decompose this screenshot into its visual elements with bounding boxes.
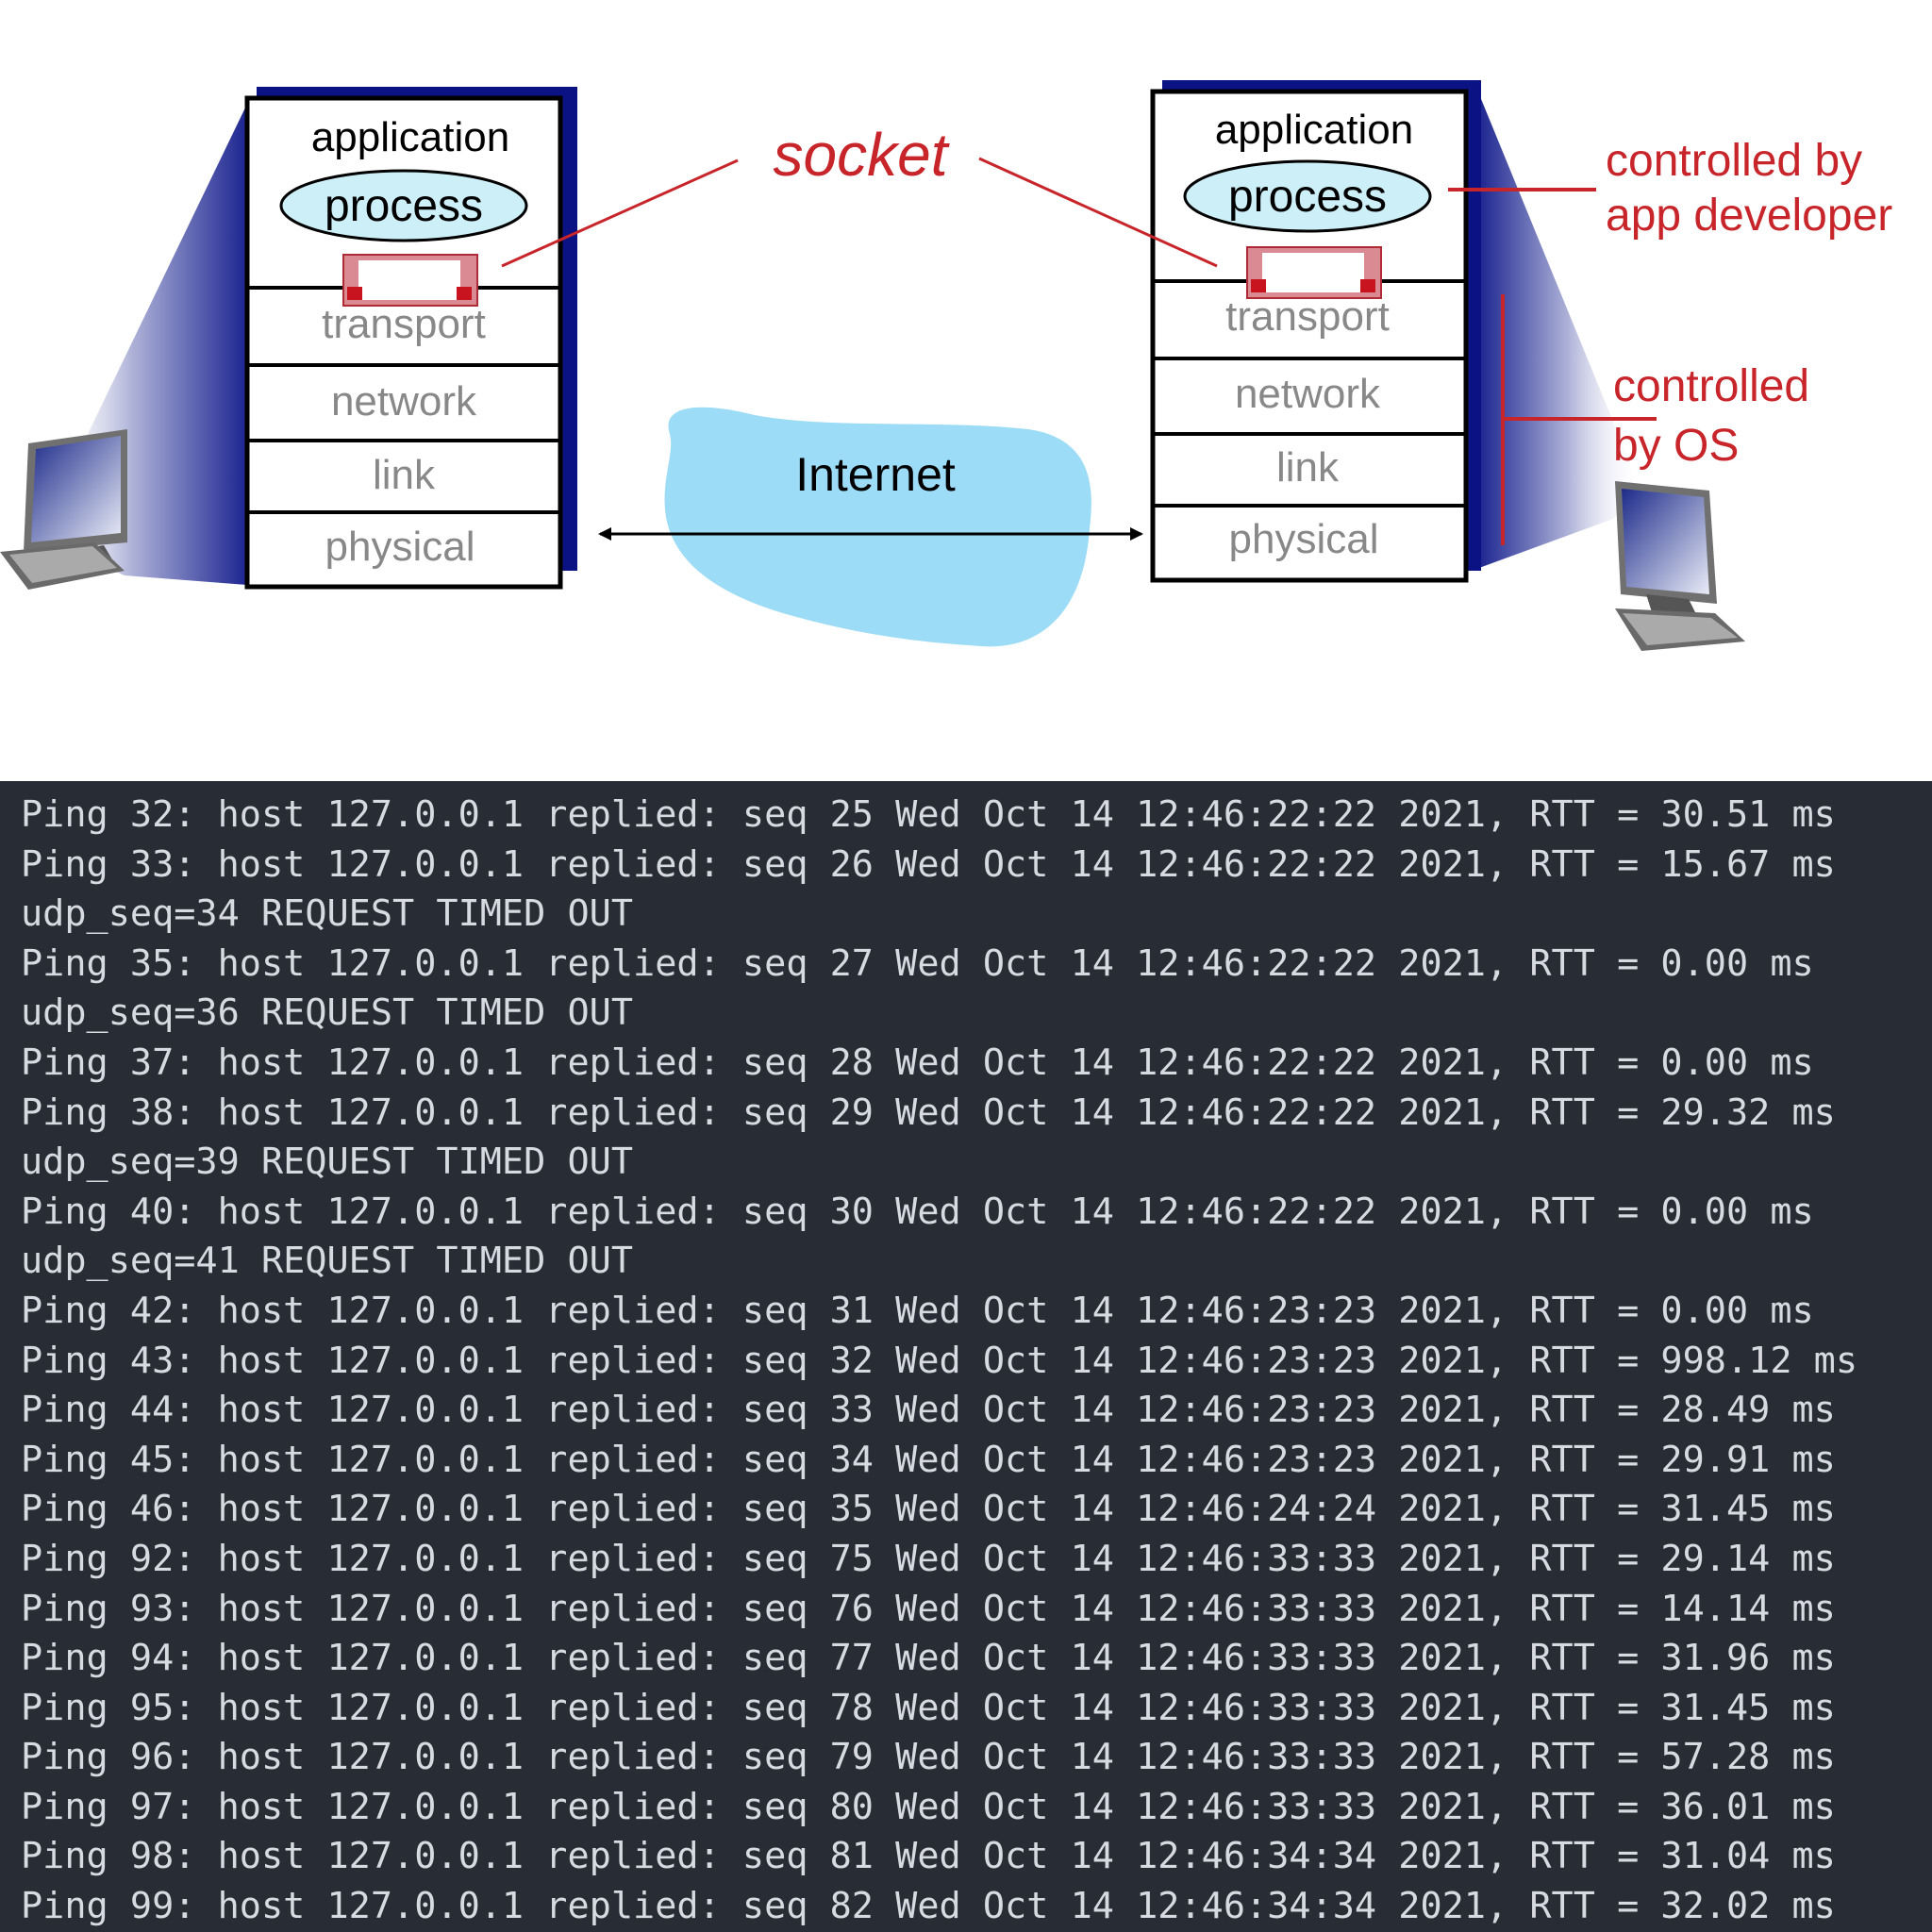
terminal-line: Ping 40: host 127.0.0.1 replied: seq 30 … — [21, 1190, 1814, 1233]
terminal-line: Ping 99: host 127.0.0.1 replied: seq 82 … — [21, 1885, 1836, 1928]
controlled-by-os-line1: controlled — [1613, 361, 1809, 411]
right-layer-network: network — [1235, 371, 1381, 417]
left-layer-transport: transport — [322, 301, 486, 347]
left-layer-network: network — [331, 378, 477, 425]
terminal-line: Ping 35: host 127.0.0.1 replied: seq 27 … — [21, 941, 1814, 985]
right-application-label: application — [1215, 107, 1413, 153]
socket-pointer-right — [978, 157, 1218, 268]
terminal-line: udp_seq=36 REQUEST TIMED OUT — [21, 991, 634, 1035]
right-process-ellipse — [1183, 159, 1432, 233]
socket-diagram-svg: application process transport network li… — [0, 80, 1892, 651]
left-process-label: process — [325, 181, 483, 231]
left-layer-link: link — [373, 452, 436, 498]
terminal-line: Ping 45: host 127.0.0.1 replied: seq 34 … — [21, 1438, 1836, 1481]
controlled-by-app-developer-line1: controlled by — [1606, 136, 1862, 186]
internet-cloud — [664, 407, 1091, 647]
right-protocol-stack: application process transport network li… — [1150, 80, 1481, 583]
right-layer-transport: transport — [1225, 293, 1390, 340]
terminal-line: Ping 96: host 127.0.0.1 replied: seq 79 … — [21, 1736, 1836, 1779]
terminal-line: Ping 95: host 127.0.0.1 replied: seq 78 … — [21, 1686, 1836, 1729]
terminal-line: Ping 94: host 127.0.0.1 replied: seq 77 … — [21, 1637, 1836, 1680]
terminal-line: Ping 38: host 127.0.0.1 replied: seq 29 … — [21, 1091, 1836, 1134]
terminal-line: Ping 98: host 127.0.0.1 replied: seq 81 … — [21, 1835, 1836, 1878]
controlled-by-os-line2: by OS — [1613, 421, 1739, 471]
socket-label: socket — [774, 121, 950, 189]
right-process-label: process — [1228, 172, 1387, 222]
left-application-label: application — [311, 114, 509, 160]
socket-pointer-left — [501, 158, 739, 268]
terminal-line: udp_seq=41 REQUEST TIMED OUT — [21, 1240, 634, 1283]
computer-icon — [0, 429, 127, 590]
terminal-line: udp_seq=34 REQUEST TIMED OUT — [21, 892, 634, 936]
terminal-output: Ping 32: host 127.0.0.1 replied: seq 25 … — [0, 781, 1932, 1932]
terminal-line: Ping 42: host 127.0.0.1 replied: seq 31 … — [21, 1289, 1814, 1332]
terminal-lines: Ping 32: host 127.0.0.1 replied: seq 25 … — [0, 781, 1932, 1932]
terminal-line: Ping 97: host 127.0.0.1 replied: seq 80 … — [21, 1785, 1836, 1828]
terminal-line: Ping 46: host 127.0.0.1 replied: seq 35 … — [21, 1488, 1836, 1531]
computer-icon — [1615, 481, 1745, 651]
terminal-line: Ping 93: host 127.0.0.1 replied: seq 76 … — [21, 1587, 1836, 1630]
terminal-line: Ping 92: host 127.0.0.1 replied: seq 75 … — [21, 1537, 1836, 1580]
internet-label: Internet — [795, 448, 956, 501]
right-layer-link: link — [1276, 444, 1340, 491]
terminal-line: udp_seq=39 REQUEST TIMED OUT — [21, 1141, 634, 1184]
terminal-line: Ping 43: host 127.0.0.1 replied: seq 32 … — [21, 1339, 1858, 1382]
socket-diagram: application process transport network li… — [0, 0, 1932, 781]
terminal-line: Ping 33: host 127.0.0.1 replied: seq 26 … — [21, 842, 1836, 886]
left-process-ellipse — [279, 169, 528, 242]
left-layer-physical: physical — [325, 524, 475, 570]
terminal-line: Ping 37: host 127.0.0.1 replied: seq 28 … — [21, 1041, 1814, 1084]
right-layer-physical: physical — [1229, 516, 1379, 562]
right-socket-box — [1246, 246, 1382, 299]
controlled-by-app-developer-line2: app developer — [1606, 191, 1892, 241]
terminal-line: Ping 32: host 127.0.0.1 replied: seq 25 … — [21, 793, 1836, 836]
right-host-beam — [1479, 94, 1641, 568]
left-protocol-stack: application process transport network li… — [244, 87, 577, 590]
left-socket-box — [342, 254, 478, 307]
terminal-line: Ping 44: host 127.0.0.1 replied: seq 33 … — [21, 1389, 1836, 1432]
